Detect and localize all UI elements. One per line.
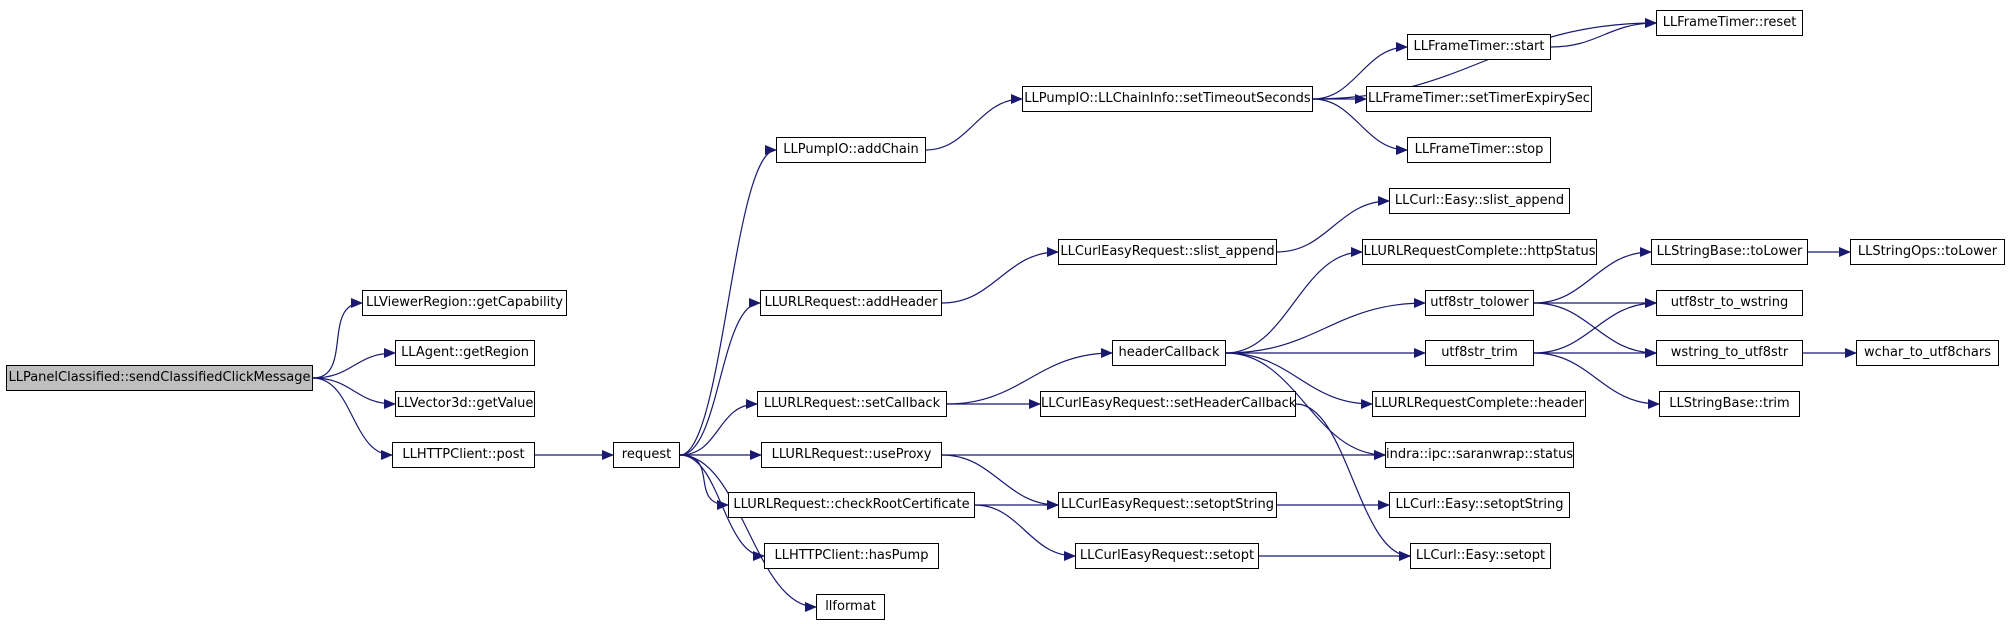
edge-headerCallback-to-httpStatus: [1225, 247, 1363, 354]
edge-frStart-to-frReset: [1550, 18, 1657, 48]
edge-request-to-hasPump: [679, 454, 765, 561]
node-llcurleasyrequest-setheadercallback[interactable]: LLCurlEasyRequest::setHeaderCallback: [1040, 391, 1296, 417]
edge-request-to-llformat: [679, 454, 817, 612]
node-llframetimer-start[interactable]: LLFrameTimer::start: [1407, 34, 1551, 60]
edge-request-to-checkRootCert: [679, 454, 729, 510]
edge-setTimeoutSeconds-to-frStart: [1312, 42, 1408, 100]
node-llviewerregion-getcapability[interactable]: LLViewerRegion::getCapability: [362, 290, 567, 316]
node-headercallback[interactable]: headerCallback: [1112, 340, 1226, 366]
node-indra-ipc-saranwrap-status[interactable]: indra::ipc::saranwrap::status: [1385, 442, 1574, 468]
node-llpumpio-addchain[interactable]: LLPumpIO::addChain: [776, 137, 926, 163]
node-llframetimer-stop[interactable]: LLFrameTimer::stop: [1407, 137, 1551, 163]
edge-addHeader-to-easySlistAppend: [941, 247, 1059, 304]
node-llcurl-easy-slist-append[interactable]: LLCurl::Easy::slist_append: [1389, 188, 1570, 214]
node-request[interactable]: request: [613, 442, 680, 468]
node-utf8str-tolower[interactable]: utf8str_tolower: [1425, 290, 1534, 316]
node-llcurleasyrequest-setopt[interactable]: LLCurlEasyRequest::setopt: [1075, 543, 1259, 569]
node-wchar-to-utf8chars[interactable]: wchar_to_utf8chars: [1856, 340, 1999, 366]
node-llpanelclassified-sendclassifiedclickmessage: LLPanelClassified::sendClassifiedClickMe…: [6, 365, 313, 391]
edge-request-to-addHeader: [679, 298, 761, 456]
edge-root-to-post: [312, 377, 393, 460]
node-llcurl-easy-setopt[interactable]: LLCurl::Easy::setopt: [1410, 543, 1551, 569]
edge-setHeaderCallback-to-easySetopt: [1295, 403, 1411, 561]
node-llurlrequest-addheader[interactable]: LLURLRequest::addHeader: [760, 290, 942, 316]
node-llhttpclient-post[interactable]: LLHTTPClient::post: [392, 442, 535, 468]
node-llchaininfo-settimeoutseconds[interactable]: LLPumpIO::LLChainInfo::setTimeoutSeconds: [1022, 86, 1313, 112]
edge-easySlistAppend-to-curlSlistAppend: [1276, 196, 1390, 253]
edge-root-to-getCapability: [312, 298, 363, 379]
node-llframetimer-settimerexpirysec[interactable]: LLFrameTimer::setTimerExpirySec: [1366, 86, 1592, 112]
node-llframetimer-reset[interactable]: LLFrameTimer::reset: [1656, 10, 1803, 36]
edge-addChain-to-setTimeoutSeconds: [925, 94, 1023, 151]
node-llstringbase-tolower[interactable]: LLStringBase::toLower: [1651, 239, 1808, 265]
node-llvector3d-getvalue[interactable]: LLVector3d::getValue: [395, 391, 535, 417]
node-llstringbase-trim[interactable]: LLStringBase::trim: [1659, 391, 1800, 417]
edge-checkRootCert-to-setopt: [974, 504, 1076, 561]
node-llurlrequest-useproxy[interactable]: LLURLRequest::useProxy: [761, 442, 942, 468]
node-llurlrequestcomplete-httpstatus[interactable]: LLURLRequestComplete::httpStatus: [1362, 239, 1597, 265]
node-llurlrequestcomplete-header[interactable]: LLURLRequestComplete::header: [1372, 391, 1586, 417]
edge-request-to-setCallback: [679, 399, 758, 456]
node-llurlrequest-setcallback[interactable]: LLURLRequest::setCallback: [757, 391, 947, 417]
node-llhttpclient-haspump[interactable]: LLHTTPClient::hasPump: [764, 543, 939, 569]
node-llformat[interactable]: llformat: [816, 594, 885, 620]
edge-headerCallback-to-saranwrap: [1225, 352, 1386, 460]
edge-setCallback-to-headerCallback: [946, 348, 1113, 405]
edge-useProxy-to-setoptString: [941, 454, 1059, 510]
node-utf8str-trim[interactable]: utf8str_trim: [1425, 340, 1534, 366]
node-llcurl-easy-setoptstring[interactable]: LLCurl::Easy::setoptString: [1389, 492, 1570, 518]
node-llstringops-tolower[interactable]: LLStringOps::toLower: [1850, 239, 2005, 265]
node-utf8str-to-wstring[interactable]: utf8str_to_wstring: [1656, 290, 1803, 316]
node-llcurleasyrequest-setoptstring[interactable]: LLCurlEasyRequest::setoptString: [1058, 492, 1277, 518]
edge-request-to-addChain: [679, 145, 777, 456]
node-llcurleasyrequest-slist-append[interactable]: LLCurlEasyRequest::slist_append: [1058, 239, 1277, 265]
edge-root-to-getValue: [312, 377, 396, 409]
edge-root-to-getRegion: [312, 348, 396, 379]
edge-tolower-to-sbToLower: [1533, 247, 1652, 304]
edge-trim-to-toWstring: [1533, 298, 1657, 354]
edge-headerCallback-to-rcHeader: [1225, 352, 1373, 409]
edge-trim-to-sbTrim: [1533, 352, 1660, 409]
edge-headerCallback-to-tolower: [1225, 298, 1426, 354]
node-llagent-getregion[interactable]: LLAgent::getRegion: [395, 340, 535, 366]
edge-setTimeoutSeconds-to-frStop: [1312, 98, 1408, 155]
node-wstring-to-utf8str[interactable]: wstring_to_utf8str: [1656, 340, 1803, 366]
node-llurlrequest-checkrootcertificate[interactable]: LLURLRequest::checkRootCertificate: [728, 492, 975, 518]
